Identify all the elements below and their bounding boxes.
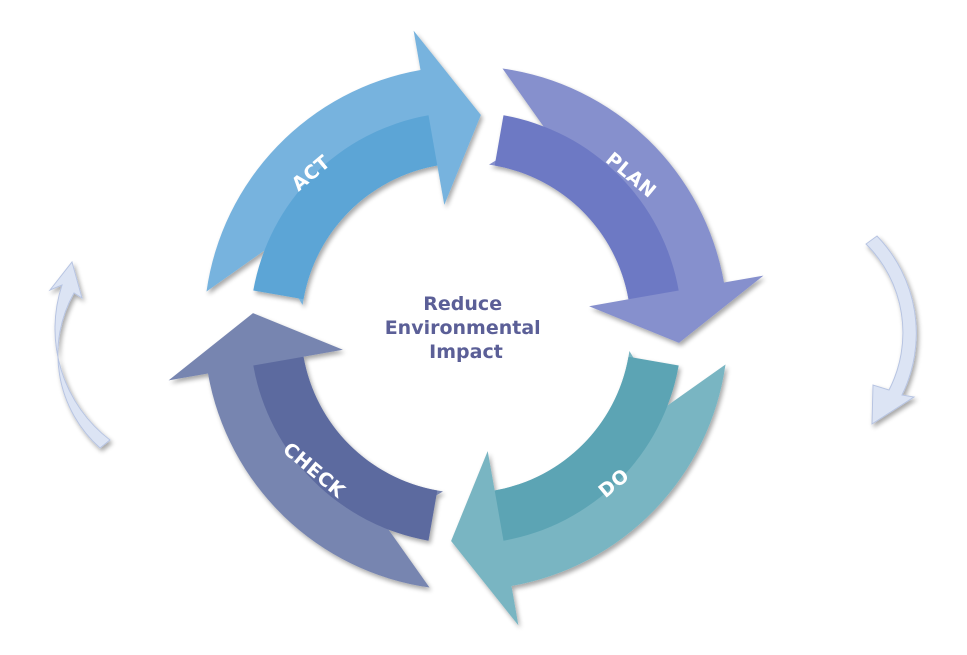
segment-do — [451, 351, 726, 626]
center-title-line-2: Environmental — [385, 317, 541, 339]
segment-check-inner-band — [253, 356, 438, 541]
center-title: Reduce Environmental Impact — [385, 293, 548, 363]
segment-do-inner-band — [494, 356, 679, 541]
segment-check — [168, 313, 443, 588]
segment-plan — [489, 68, 764, 343]
center-title-line-1: Reduce — [423, 293, 502, 315]
segment-act-inner-band — [253, 115, 438, 300]
left-cycle-arrow — [48, 260, 111, 449]
center-title-line-3: Impact — [429, 341, 503, 363]
cycle-ring — [168, 30, 764, 626]
right-cycle-arrow — [865, 235, 917, 425]
segment-act — [206, 30, 481, 305]
segment-plan-inner-band — [494, 115, 679, 300]
